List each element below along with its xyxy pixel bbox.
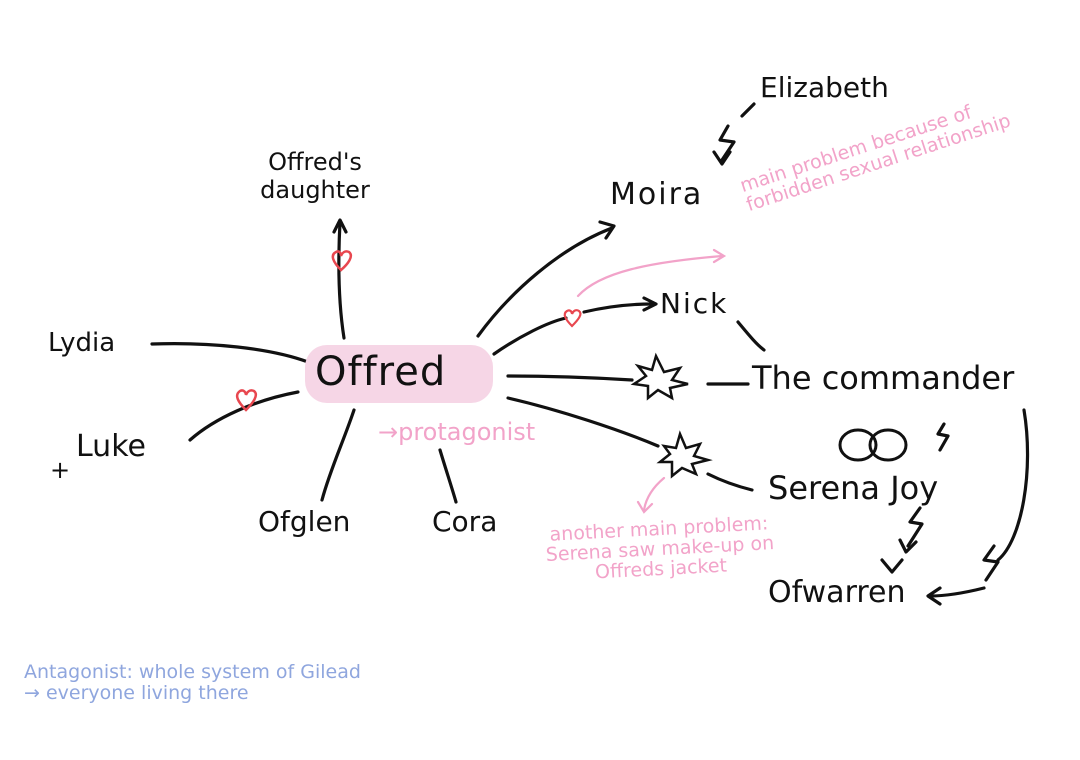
node-moira: Moira [610,177,704,212]
arrowhead-daughter [332,218,348,234]
node-offreds-daughter: Offred's daughter [260,148,370,204]
node-luke: Luke [76,429,146,464]
center-highlight [305,345,493,403]
node-nick: Nick [660,287,729,320]
conflict-burst-icon [630,352,689,401]
link-nick-commander [736,320,766,352]
link-offred-cora [438,448,458,504]
link-offred-daughter [337,220,346,340]
pink-arrowhead [712,248,727,264]
link-conflict-serena [706,472,754,492]
arrowhead-moira-2 [712,150,732,166]
protagonist-label: →protagonist [378,418,536,446]
link-offred-nick [492,316,568,356]
link-offred-commander [506,374,634,382]
pink-arrow-note2 [642,476,666,512]
arrowhead-moira [598,220,616,240]
link-ofwarren-arrow [928,586,986,598]
heart-icon [331,250,353,272]
pink-arrow-note1 [576,254,724,298]
pink-arrowhead [636,500,654,514]
wedding-rings-icon [838,428,908,462]
node-ofglen: Ofglen [258,505,351,538]
node-offred: Offred [315,349,447,395]
zigzag-serena-ofwarren [906,506,924,548]
node-ofwarren: Ofwarren [768,575,906,610]
arrowhead-ofwarren [926,586,942,606]
node-cora: Cora [432,505,498,538]
node-serena-joy: Serena Joy [768,469,939,507]
arrowhead-nick [642,296,658,312]
zigzag-commander-ofwarren [982,544,1000,582]
node-lydia: Lydia [48,328,116,358]
node-elizabeth: Elizabeth [760,71,889,104]
link-offred-ofglen [320,408,356,502]
link-commander-ofwarren [996,408,1030,562]
heart-icon [563,309,582,328]
link-offred-luke [188,390,300,442]
arrowhead-ofwarren-2 [880,538,918,574]
link-offred-serena [506,396,660,448]
deceased-mark: + [50,456,71,484]
zigzag-commander-serena [936,422,950,452]
link-elizabeth-moira [718,102,756,162]
heart-icon [235,389,258,412]
link-heart-nick [582,302,654,314]
link-offred-lydia [150,342,310,364]
antagonist-note: Antagonist: whole system of Gilead → eve… [24,661,361,704]
node-commander: The commander [752,359,1015,397]
link-offred-moira [476,226,614,338]
conflict-burst-icon [656,430,713,479]
